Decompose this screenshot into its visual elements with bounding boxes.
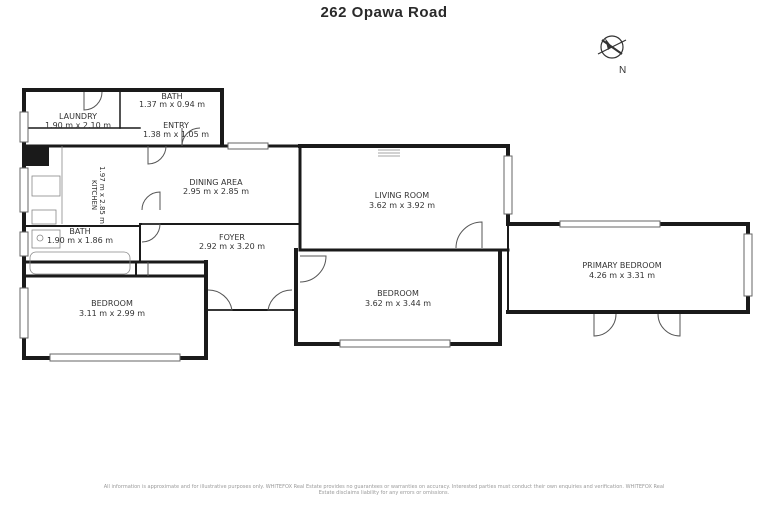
room-dims-kitchen: 1.97 m x 2.85 m xyxy=(98,166,106,224)
compass-icon xyxy=(597,35,627,59)
room-name-entry: ENTRY xyxy=(163,121,189,130)
room-dims-bedroom-2: 3.62 m x 3.44 m xyxy=(365,299,431,308)
room-name-primary-bedroom: PRIMARY BEDROOM xyxy=(582,261,661,270)
room-name-laundry: LAUNDRY xyxy=(59,112,97,121)
room-name-bedroom-1: BEDROOM xyxy=(91,299,133,308)
disclaimer-text: All information is approximate and for i… xyxy=(103,484,665,496)
room-labels: BATH 1.37 m x 0.94 m LAUNDRY 1.90 m x 2.… xyxy=(45,92,662,318)
room-dims-laundry: 1.90 m x 2.10 m xyxy=(45,121,111,130)
room-dims-primary-bedroom: 4.26 m x 3.31 m xyxy=(589,271,655,280)
room-dims-dining-area: 2.95 m x 2.85 m xyxy=(183,187,249,196)
fixtures xyxy=(29,146,400,275)
room-dims-bath: 1.37 m x 0.94 m xyxy=(139,100,205,109)
room-name-bath-2: BATH xyxy=(69,227,90,236)
room-name-dining-area: DINING AREA xyxy=(189,178,243,187)
windows xyxy=(19,111,753,362)
compass-label: N xyxy=(619,65,626,76)
room-name-bath: BATH xyxy=(161,92,182,101)
room-dims-entry: 1.38 m x 1.05 m xyxy=(143,130,209,139)
room-dims-foyer: 2.92 m x 3.20 m xyxy=(199,242,265,251)
room-name-living-room: LIVING ROOM xyxy=(375,191,430,200)
room-dims-living-room: 3.62 m x 3.92 m xyxy=(369,201,435,210)
plan-title: 262 Opawa Road xyxy=(320,4,448,21)
room-name-kitchen: KITCHEN xyxy=(90,180,98,210)
room-dims-bath-2: 1.90 m x 1.86 m xyxy=(47,236,113,245)
room-dims-bedroom-1: 3.11 m x 2.99 m xyxy=(79,309,145,318)
room-name-bedroom-2: BEDROOM xyxy=(377,289,419,298)
doors xyxy=(83,91,681,337)
room-name-foyer: FOYER xyxy=(219,233,245,242)
